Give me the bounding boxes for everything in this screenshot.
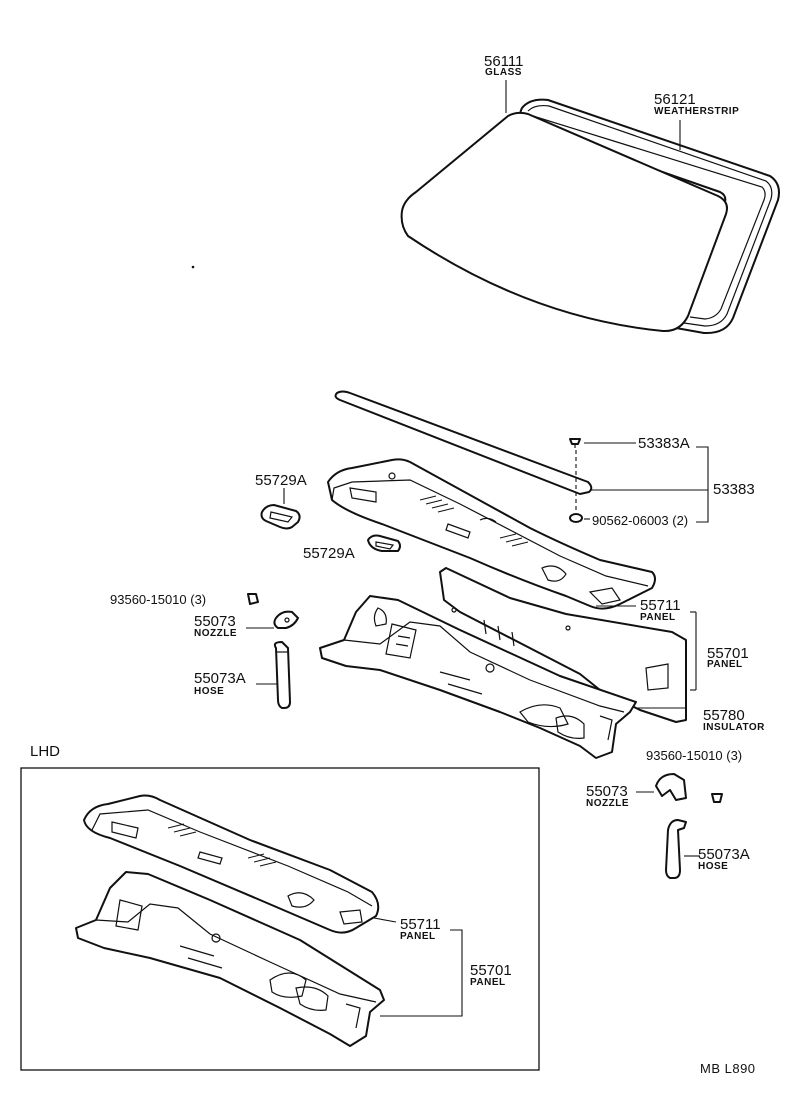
nozzle-lower-part-name: NOZZLE [586,798,629,809]
cowl-panel-assy-part-name: PANEL [707,659,743,670]
screw-upper-drawing [247,593,259,605]
cowl-panel-assy-part-number: 55701 [707,645,749,662]
lhd-cowl-top-panel-drawing [83,794,380,934]
wiper-seal-strip-drawing [334,390,593,495]
weatherstrip-part-name: WEATHERSTRIP [654,106,740,117]
seal-left-drawing [260,504,301,530]
glass-drawing [400,111,728,333]
seal-center-part-number: 55729A [303,545,355,562]
cowl-top-panel-drawing [327,458,656,610]
cowl-top-panel-part-name: PANEL [640,612,676,623]
nut-90562-drawing [569,513,583,523]
seal-left-part-number: 55729A [255,472,307,489]
hose-upper-part-number: 55073A [194,670,246,687]
hose-lower-drawing [665,819,687,879]
hose-upper-part-name: HOSE [194,686,225,697]
nozzle-upper-drawing [273,610,299,629]
lhd-title: LHD [30,743,61,760]
nozzle-upper-part-name: NOZZLE [194,628,237,639]
screw-lower-drawing [711,793,723,803]
insulator-part-name: INSULATOR [703,722,765,733]
hose-lower-part-number: 55073A [698,846,750,863]
lhd-panel-top-part-number: 55711 [400,916,441,933]
seal-center-drawing [367,534,401,552]
weatherstrip-drawing [519,98,780,335]
glass-part-number: 56111 [484,53,524,70]
clip-53383a-drawing [569,438,581,448]
hose-lower-part-name: HOSE [698,861,729,872]
nozzle-lower-drawing [655,773,687,801]
nozzle-upper-part-number: 55073 [194,613,236,630]
screw-lower-part-number: 93560-15010 (3) [646,748,743,763]
hose-upper-drawing [273,641,291,709]
lhd-frame [20,767,540,1071]
clip-53383a-part-number: 53383A [638,435,690,452]
lhd-panel-assy-part-number: 55701 [470,962,512,979]
diagram-code: MB L890 [700,1061,756,1076]
lhd-cowl-panel-assy-drawing [75,871,385,1047]
insulator-drawing [439,567,687,723]
nozzle-lower-part-number: 55073 [586,783,628,800]
cowl-panel-assy-drawing [319,595,637,759]
screw-upper-part-number: 93560-15010 (3) [110,592,207,607]
lhd-panel-assy-part-name: PANEL [470,977,506,988]
cowl-top-panel-part-number: 55711 [640,597,681,614]
clip-assy-part-number: 53383 [713,481,755,498]
glass-part-name: GLASS [485,67,522,78]
nut-90562-part-number: 90562-06003 (2) [592,513,689,528]
weatherstrip-part-number: 56121 [654,91,696,108]
lhd-panel-top-part-name: PANEL [400,931,436,942]
insulator-part-number: 55780 [703,707,745,724]
